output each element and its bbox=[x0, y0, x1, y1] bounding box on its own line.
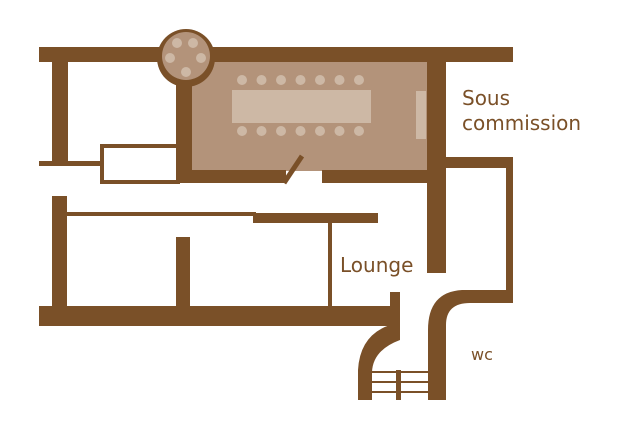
closet bbox=[100, 144, 180, 184]
chair bbox=[165, 53, 175, 63]
wall-lounge-thin bbox=[328, 223, 332, 307]
chair bbox=[276, 75, 286, 85]
chair bbox=[334, 126, 345, 136]
wall-wc-top bbox=[446, 157, 513, 168]
wall-wc-right bbox=[506, 157, 513, 303]
furniture bbox=[165, 38, 426, 139]
staircase bbox=[372, 370, 428, 400]
wall-stair-curve bbox=[358, 320, 400, 400]
chair bbox=[276, 126, 286, 136]
sous-commission-label: Sous commission bbox=[462, 88, 581, 133]
chair bbox=[196, 53, 206, 63]
wall-bottom bbox=[39, 306, 399, 326]
wall-meeting-right bbox=[427, 47, 446, 273]
chair bbox=[315, 75, 325, 85]
wall-left-lower bbox=[52, 196, 67, 312]
sous-commission-label-line2: commission bbox=[462, 111, 582, 135]
chair bbox=[172, 38, 182, 48]
wall-wc-curve bbox=[428, 290, 513, 400]
chair bbox=[354, 75, 364, 85]
chair bbox=[188, 38, 198, 48]
wall-thin bbox=[39, 161, 101, 166]
wall-left-upper bbox=[52, 60, 68, 164]
walls bbox=[39, 29, 513, 400]
chair bbox=[256, 126, 267, 136]
chair bbox=[237, 75, 247, 85]
chair bbox=[181, 67, 191, 77]
wall-corridor bbox=[253, 213, 378, 223]
wall-meeting-bottom-right bbox=[322, 170, 446, 183]
chair bbox=[354, 126, 364, 136]
chair bbox=[295, 75, 306, 85]
chair bbox=[256, 75, 267, 85]
wall-meeting-left bbox=[176, 70, 192, 183]
wall-thin-corridor bbox=[66, 212, 256, 216]
chair bbox=[237, 126, 247, 136]
wc-label: wc bbox=[471, 345, 493, 364]
chair bbox=[315, 126, 325, 136]
chair bbox=[334, 75, 345, 85]
wall-stair-top bbox=[390, 292, 400, 326]
chair bbox=[295, 126, 306, 136]
side-table bbox=[416, 91, 426, 139]
lounge-label: Lounge bbox=[340, 253, 414, 277]
sous-commission-label-line1: Sous bbox=[462, 86, 511, 110]
door-meeting bbox=[281, 154, 305, 185]
wall-partition bbox=[176, 237, 190, 307]
wall-meeting-bottom-left bbox=[176, 170, 286, 183]
conference-chairs bbox=[237, 75, 364, 136]
conference-table bbox=[232, 90, 371, 123]
